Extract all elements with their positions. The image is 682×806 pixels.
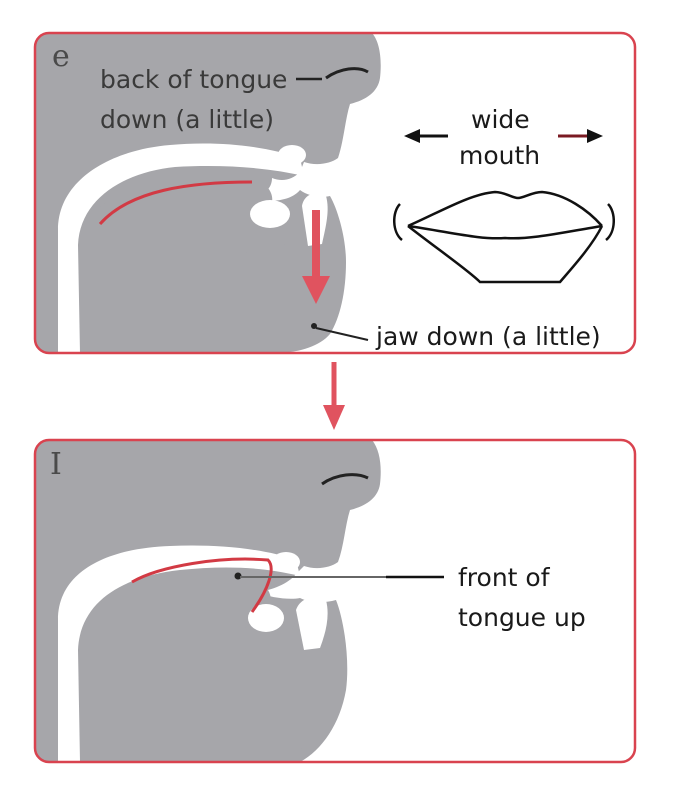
leader-jaw bbox=[315, 327, 369, 341]
jaw-point bbox=[311, 323, 317, 329]
tongue-line-bottom bbox=[131, 557, 273, 613]
panel-top-frame bbox=[33, 31, 637, 355]
label-back-of-tongue-2: down (a little) bbox=[100, 105, 274, 134]
label-mouth: mouth bbox=[459, 141, 540, 170]
label-back-of-tongue-1: back of tongue bbox=[100, 65, 287, 94]
tongue-line bbox=[98, 180, 253, 225]
head-profile-top bbox=[35, 33, 381, 353]
transition-arrow bbox=[323, 362, 345, 430]
panel-bottom: I front of tongue up bbox=[33, 438, 637, 764]
airway bbox=[58, 143, 304, 353]
lips-icon bbox=[393, 190, 615, 284]
lower-teeth bbox=[250, 200, 290, 228]
arrow-left-icon bbox=[404, 129, 448, 143]
label-wide: wide bbox=[471, 105, 530, 134]
nostril-line bbox=[325, 67, 369, 80]
label-jaw-down: jaw down (a little) bbox=[375, 322, 601, 351]
label-front-of: front of bbox=[458, 563, 551, 592]
phoneme-symbol-e: e bbox=[52, 39, 70, 74]
head-profile-bottom bbox=[35, 440, 381, 762]
phoneme-symbol-I: I bbox=[50, 447, 62, 482]
upper-teeth-bottom bbox=[272, 552, 300, 572]
panel-top: e back of tongue down (a little) jaw dow… bbox=[33, 31, 637, 355]
upper-teeth bbox=[278, 145, 306, 165]
nostril-line-bottom bbox=[321, 473, 369, 486]
lower-teeth-bottom bbox=[248, 604, 284, 632]
label-tongue-up: tongue up bbox=[458, 603, 586, 632]
jaw-arrow-head bbox=[302, 276, 330, 304]
tongue-body-bottom bbox=[80, 580, 306, 762]
arrow-right-icon bbox=[558, 129, 603, 143]
panel-bottom-frame bbox=[33, 438, 637, 764]
front-tongue-point bbox=[234, 572, 242, 580]
lip-gap-bottom bbox=[296, 597, 328, 650]
tongue-body bbox=[80, 178, 306, 353]
